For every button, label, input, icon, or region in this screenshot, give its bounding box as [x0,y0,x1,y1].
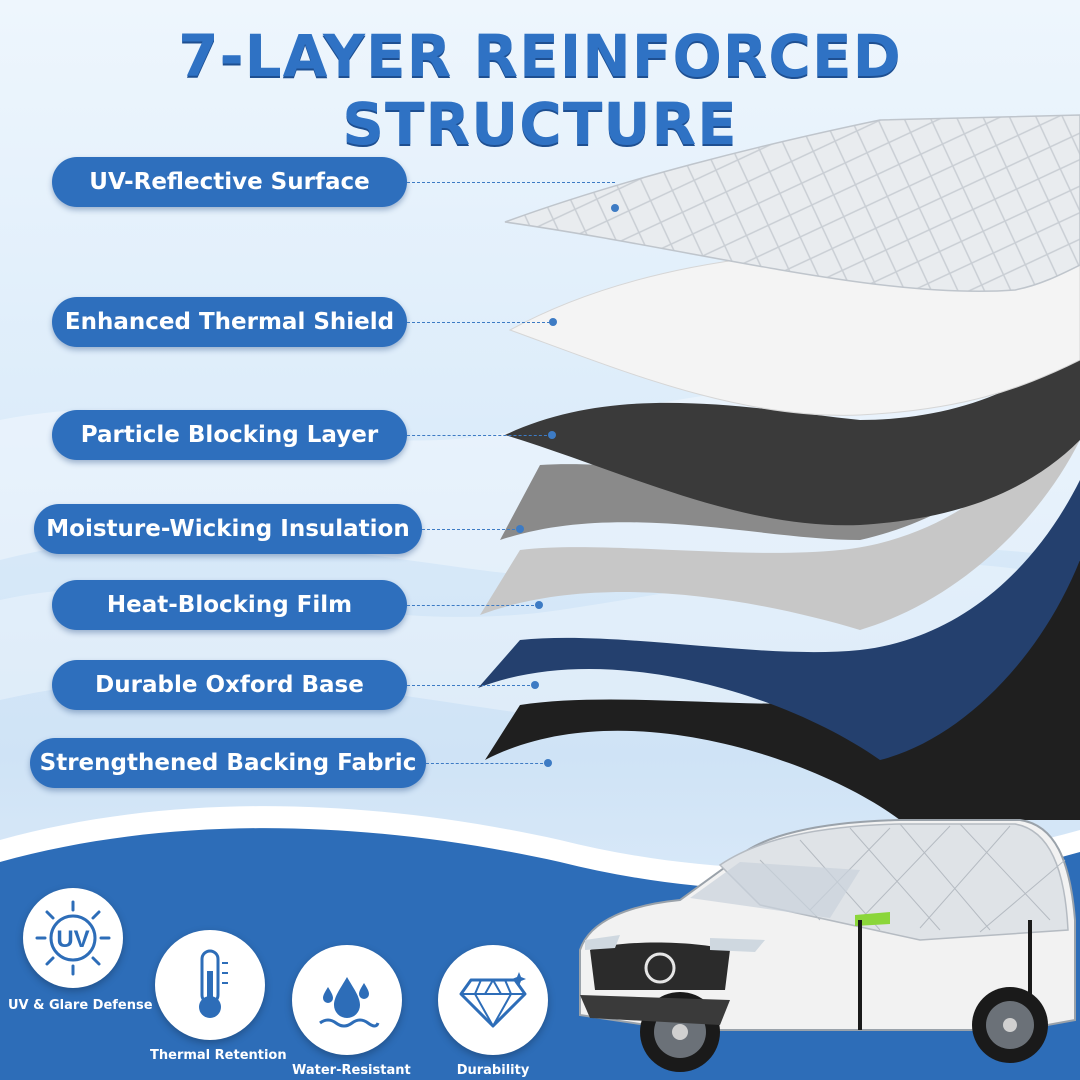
leader-dot [611,204,619,212]
leader-dot [544,759,552,767]
feature-label: UV & Glare Defense [8,998,153,1013]
water-drops-icon [292,945,402,1055]
layer-label-thermal-shield: Enhanced Thermal Shield [52,297,407,347]
leader-line [422,529,520,530]
layer-heat-film [480,390,1080,630]
leader-line [407,685,535,686]
layer-uv-reflective [504,114,1080,293]
feature-label: Durability [456,1063,530,1078]
layer-label-heat-blocking: Heat-Blocking Film [52,580,407,630]
layer-label-uv-reflective: UV-Reflective Surface [52,157,407,207]
leader-line [407,322,555,323]
feature-water-resistant: Water-Resistant [292,945,411,1078]
layer-label-particle-blocking: Particle Blocking Layer [52,410,407,460]
layer-particle-blocking [505,340,1080,526]
leader-line [407,182,615,183]
uv-glyph: UV [56,926,89,953]
feature-durability: Durability [438,945,548,1078]
feature-label: Thermal Retention [150,1048,287,1063]
leader-line [426,763,548,764]
layer-label-oxford-base: Durable Oxford Base [52,660,407,710]
leader-line [407,435,552,436]
leader-dot [549,318,557,326]
uv-sun-icon: UV [23,888,123,988]
layer-label-backing-fabric: Strengthened Backing Fabric [30,738,426,788]
leader-dot [531,681,539,689]
covered-suv-illustration [579,819,1076,1072]
diamond-icon [438,945,548,1055]
thermometer-icon [155,930,265,1040]
feature-label: Water-Resistant [292,1063,411,1078]
feature-uv-glare: UV UV & Glare Defense [8,888,153,1013]
feature-thermal-retention: Thermal Retention [150,930,287,1063]
layer-backing-fabric [485,560,1080,820]
leader-dot [516,525,524,533]
leader-line [407,605,539,606]
layer-oxford-base [478,480,1080,760]
layer-label-moisture-wicking: Moisture-Wicking Insulation [34,504,422,554]
leader-dot [535,601,543,609]
leader-dot [548,431,556,439]
page-title: 7-LAYER REINFORCED STRUCTURE [178,22,902,158]
